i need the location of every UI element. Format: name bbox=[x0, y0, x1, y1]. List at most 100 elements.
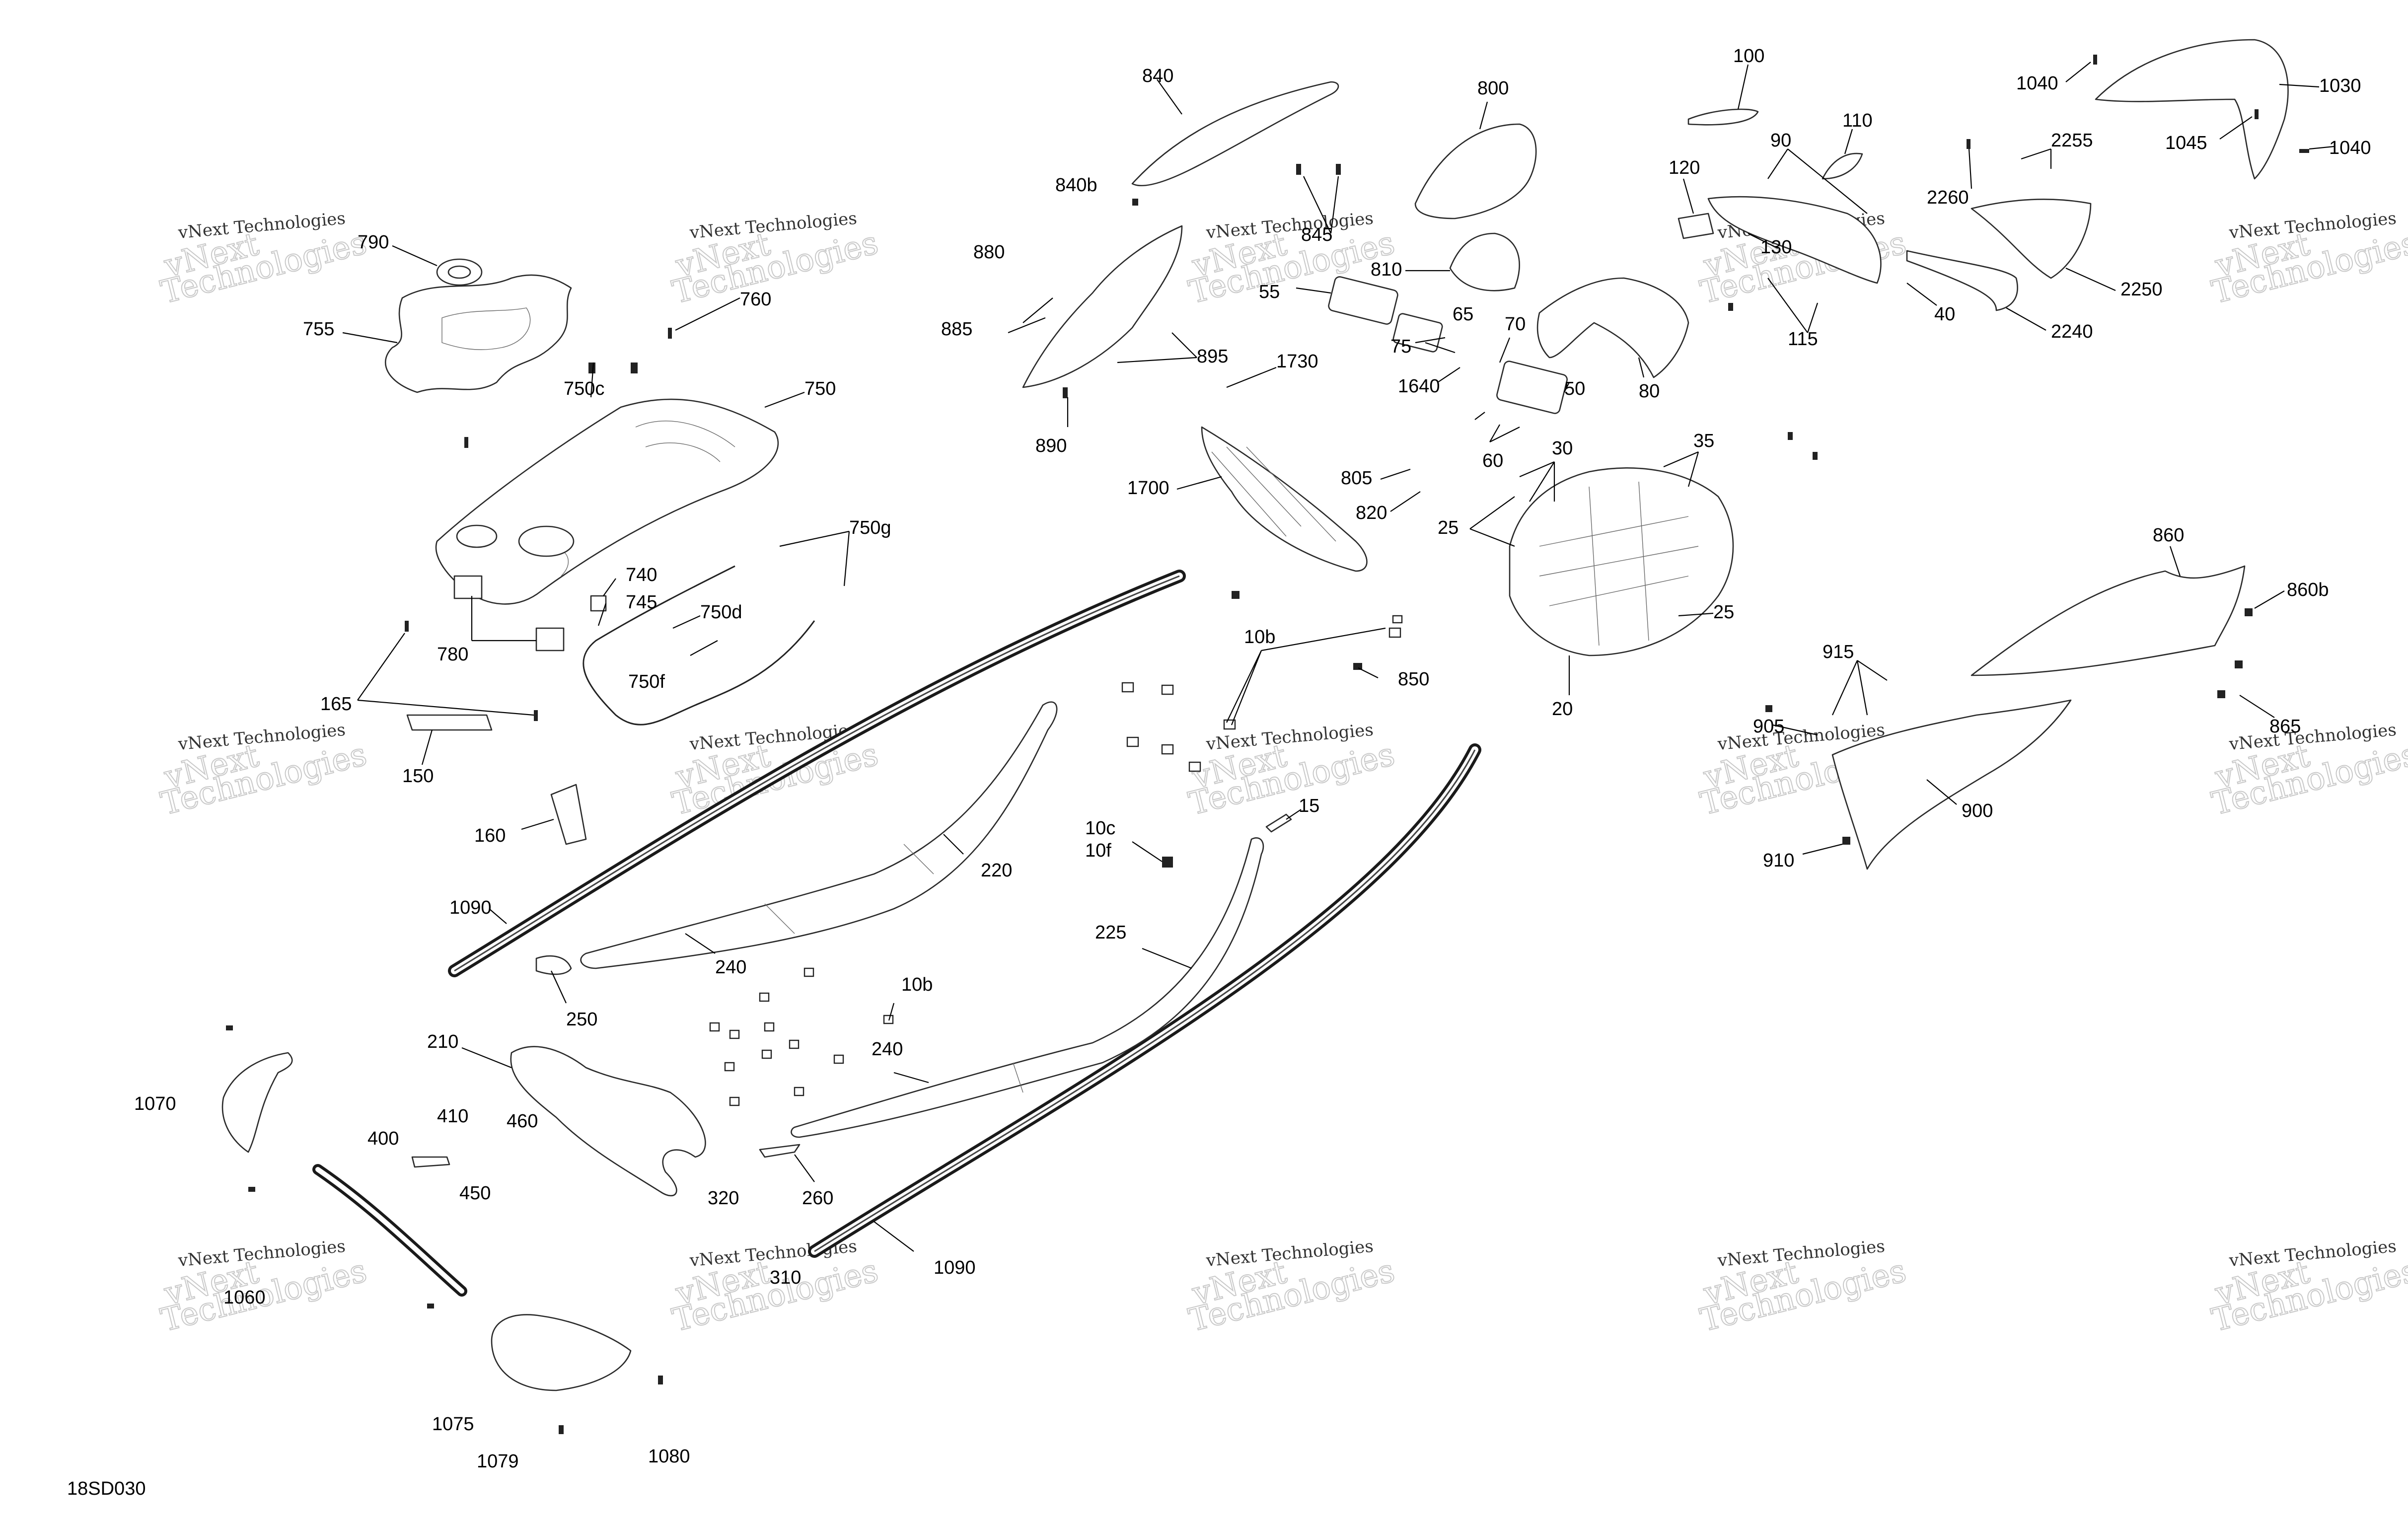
callout-845: 845 bbox=[1301, 224, 1332, 245]
leader-line bbox=[2309, 145, 2335, 150]
leader-line bbox=[1856, 660, 1868, 716]
part-1700-lines bbox=[1211, 446, 1336, 542]
leader-line bbox=[2065, 267, 2116, 291]
part-755-inner bbox=[441, 307, 531, 350]
callout-1090: 1090 bbox=[934, 1257, 976, 1278]
leader-line bbox=[2021, 148, 2051, 160]
fastener bbox=[1162, 857, 1173, 868]
callout-400: 400 bbox=[367, 1128, 399, 1149]
leader-line bbox=[874, 1221, 914, 1252]
clip bbox=[759, 992, 770, 1002]
callout-165: 165 bbox=[320, 694, 352, 715]
callout-labels: 790 755 760 750c 750 750g 740 745 750d 7… bbox=[134, 46, 2371, 1472]
fastener bbox=[2245, 608, 2253, 616]
leader-line bbox=[779, 530, 850, 547]
leader-line bbox=[1968, 148, 1972, 189]
leader-line bbox=[794, 1154, 815, 1182]
callout-750g: 750g bbox=[849, 517, 891, 538]
part-1075-cover bbox=[491, 1314, 632, 1391]
callout-225: 225 bbox=[1095, 922, 1126, 943]
leader-line bbox=[1737, 64, 1749, 110]
leader-line bbox=[1802, 843, 1843, 855]
clip bbox=[1121, 682, 1134, 693]
callout-755: 755 bbox=[303, 319, 334, 340]
callout-150: 150 bbox=[402, 766, 434, 787]
callout-80: 80 bbox=[1639, 381, 1660, 402]
callout-40: 40 bbox=[1934, 304, 1955, 325]
part-55-gauge bbox=[1328, 276, 1398, 325]
clip bbox=[724, 1062, 735, 1072]
callout-860b: 860b bbox=[2287, 580, 2329, 600]
leader-line bbox=[1831, 660, 1858, 716]
fastener bbox=[588, 363, 595, 373]
fastener bbox=[1353, 663, 1362, 670]
callout-750c: 750c bbox=[564, 378, 604, 399]
callout-75: 75 bbox=[1390, 336, 1411, 357]
callout-1070: 1070 bbox=[134, 1093, 176, 1114]
part-120 bbox=[1678, 213, 1714, 239]
callout-1079: 1079 bbox=[477, 1451, 519, 1472]
callout-20: 20 bbox=[1552, 699, 1573, 720]
diagram-code: 18SD030 bbox=[67, 1478, 146, 1499]
part-210-pad bbox=[510, 1046, 706, 1197]
callout-65: 65 bbox=[1453, 304, 1473, 325]
callout-890: 890 bbox=[1035, 436, 1067, 456]
part-790-cap bbox=[436, 258, 483, 286]
callout-250: 250 bbox=[566, 1009, 597, 1030]
leader-line bbox=[489, 908, 507, 924]
leader-line bbox=[1176, 476, 1222, 490]
leader-line bbox=[1469, 496, 1515, 529]
callout-90: 90 bbox=[1770, 130, 1791, 151]
watermark: vNext Technologies vNext Technologies bbox=[1696, 1236, 1910, 1340]
part-150-bracket bbox=[406, 714, 493, 731]
leader-line bbox=[2169, 546, 2181, 577]
callout-790: 790 bbox=[358, 232, 389, 253]
fastener bbox=[2255, 109, 2259, 119]
part-750-tray bbox=[435, 398, 779, 605]
callout-1040: 1040 bbox=[2329, 138, 2371, 158]
watermark: vNext Technologies vNext Technologies bbox=[1185, 720, 1399, 823]
leader-lines bbox=[342, 62, 2335, 1252]
leader-line bbox=[1767, 278, 1808, 333]
callout-10f: 10f bbox=[1085, 840, 1111, 861]
leader-line bbox=[1390, 491, 1421, 512]
fastener bbox=[1296, 164, 1301, 175]
leader-line bbox=[1437, 367, 1460, 383]
fastener bbox=[1842, 837, 1850, 845]
clip bbox=[1126, 736, 1139, 747]
clip bbox=[1388, 627, 1401, 638]
part-840-cover bbox=[1131, 81, 1339, 187]
part-260 bbox=[759, 1144, 801, 1158]
fastener bbox=[668, 328, 672, 339]
callout-55: 55 bbox=[1259, 282, 1280, 302]
callout-860: 860 bbox=[2153, 525, 2184, 546]
fastener bbox=[464, 437, 468, 448]
watermark: vNext Technologies vNext Technologies bbox=[668, 209, 882, 312]
leader-line bbox=[1008, 317, 1046, 334]
leader-line bbox=[597, 603, 607, 626]
clip bbox=[883, 1015, 894, 1024]
part-220-decal bbox=[580, 701, 1058, 969]
callout-780: 780 bbox=[437, 644, 468, 665]
clip bbox=[1188, 761, 1201, 772]
callout-1730: 1730 bbox=[1276, 351, 1318, 372]
leader-line bbox=[1767, 148, 1788, 179]
leader-line bbox=[1474, 412, 1485, 420]
leader-line bbox=[1489, 424, 1500, 442]
clip bbox=[1161, 684, 1174, 695]
leader-line bbox=[521, 818, 554, 830]
parts bbox=[221, 39, 2289, 1391]
part-225-decal bbox=[791, 837, 1264, 1138]
callout-1640: 1640 bbox=[1398, 376, 1440, 397]
leader-line bbox=[1687, 451, 1699, 487]
part-780-block bbox=[453, 575, 483, 599]
callout-840b: 840b bbox=[1055, 175, 1097, 196]
leader-line bbox=[690, 640, 718, 656]
leader-line bbox=[1358, 667, 1379, 678]
callout-130: 130 bbox=[1760, 237, 1792, 258]
callout-260: 260 bbox=[802, 1188, 833, 1209]
callout-70: 70 bbox=[1505, 314, 1526, 335]
callout-915: 915 bbox=[1823, 642, 1854, 662]
part-900-panel bbox=[1831, 699, 2072, 870]
